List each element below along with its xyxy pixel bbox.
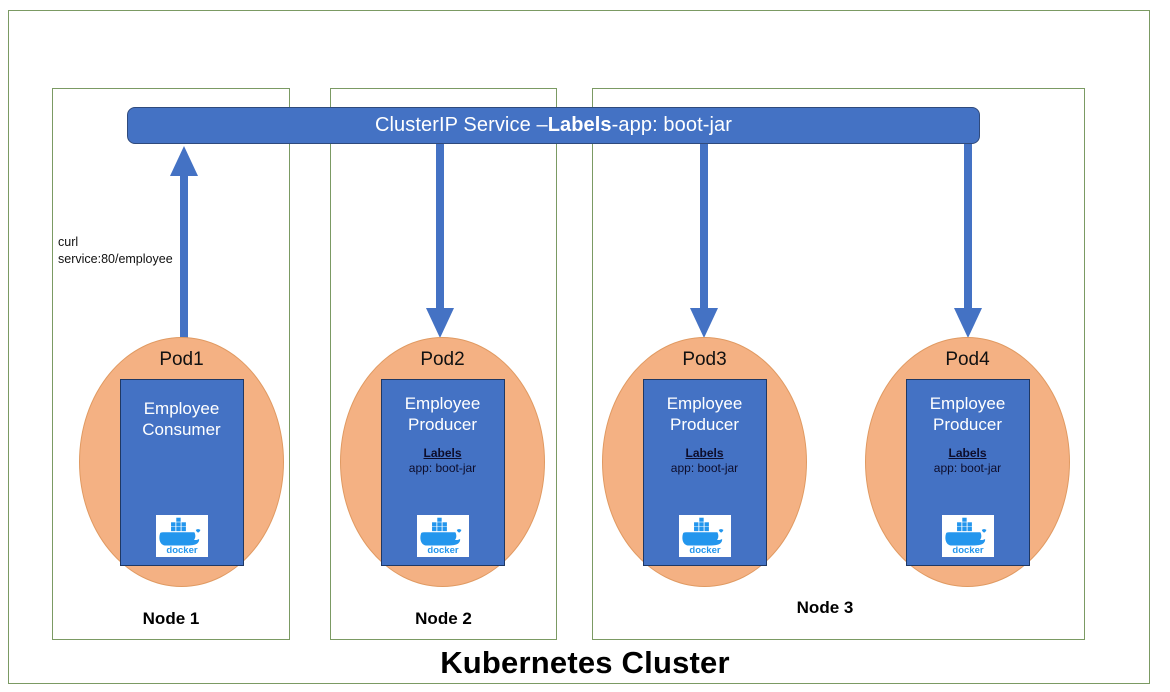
pod-2-title: Pod2 — [420, 349, 465, 370]
pod-4-title: Pod4 — [945, 349, 990, 370]
pod-3-labels: Labels app: boot-jar — [671, 446, 738, 476]
pod-3-labels-value: app: boot-jar — [670, 460, 739, 475]
curl-annotation-line1: curl — [58, 235, 79, 249]
docker-wordmark: docker — [689, 545, 721, 556]
clusterip-service-bar[interactable]: ClusterIP Service – Labels-app: boot-jar — [127, 107, 980, 144]
curl-annotation-line2: service:80/employee — [58, 251, 173, 266]
docker-icon: docker — [416, 515, 469, 557]
docker-wordmark: docker — [952, 545, 984, 556]
arrow-service-to-pod4 — [954, 144, 982, 338]
node-1-caption: Node 1 — [142, 609, 200, 628]
pod-2-app-name: Employee Producer — [405, 393, 481, 436]
pod-3-app-line1: Employee — [666, 394, 743, 413]
node-2-caption: Node 2 — [415, 609, 472, 628]
pod-3-title: Pod3 — [682, 349, 727, 370]
pod-2-labels-heading: Labels — [423, 445, 462, 460]
arrow-pod1-to-service — [170, 146, 198, 340]
pod-4[interactable]: Pod4 Employee Producer Labels app: boot-… — [865, 337, 1070, 587]
pod-1-title: Pod1 — [159, 349, 204, 370]
pod-4-labels-heading: Labels — [948, 445, 987, 460]
pod-1[interactable]: Pod1 Employee Consumer — [79, 337, 284, 587]
pod-1-app-line1: Employee — [143, 399, 220, 418]
pod-4-labels: Labels app: boot-jar — [934, 446, 1001, 476]
pod-2-labels: Labels app: boot-jar — [409, 446, 476, 476]
service-label-suffix: -app: boot-jar — [611, 114, 733, 136]
docker-wordmark: docker — [166, 545, 198, 556]
pod-4-labels-value: app: boot-jar — [933, 460, 1002, 475]
pod-2[interactable]: Pod2 Employee Producer Labels app: boot-… — [340, 337, 545, 587]
pod-3-app-name: Employee Producer — [667, 393, 743, 436]
pod-4-app-line1: Employee — [929, 394, 1006, 413]
pod-1-app-name: Employee Consumer — [142, 398, 220, 441]
pod-1-app-line2: Consumer — [142, 420, 221, 440]
docker-wordmark: docker — [427, 545, 459, 556]
docker-icon: docker — [678, 515, 731, 557]
pod-2-container[interactable]: Employee Producer Labels app: boot-jar — [380, 379, 505, 566]
kubernetes-cluster-frame — [8, 10, 1150, 684]
node-3-caption: Node 3 — [796, 598, 854, 617]
pod-2-app-line2: Producer — [408, 415, 477, 435]
pod-3-app-line2: Producer — [670, 415, 739, 435]
pod-3-labels-heading: Labels — [685, 445, 724, 460]
node-1-frame — [52, 88, 290, 640]
docker-icon: docker — [155, 515, 208, 557]
pod-4-app-name: Employee Producer — [930, 393, 1006, 436]
pod-2-labels-value: app: boot-jar — [408, 460, 477, 475]
arrow-service-to-pod2 — [426, 144, 454, 338]
node-2-frame — [330, 88, 557, 640]
pod-3-container[interactable]: Employee Producer Labels app: boot-jar — [642, 379, 767, 566]
pod-4-app-line2: Producer — [933, 415, 1002, 435]
page-title: Kubernetes Cluster — [440, 645, 730, 680]
service-label-bold: Labels — [547, 114, 612, 136]
pod-2-app-line1: Employee — [404, 394, 481, 413]
node-3-frame — [592, 88, 1085, 640]
service-label-prefix: ClusterIP Service – — [374, 114, 548, 136]
arrow-service-to-pod3 — [690, 144, 718, 338]
pod-3[interactable]: Pod3 Employee Producer Labels app: boot-… — [602, 337, 807, 587]
pod-1-container[interactable]: Employee Consumer do — [119, 379, 244, 566]
pod-4-container[interactable]: Employee Producer Labels app: boot-jar — [905, 379, 1030, 566]
curl-annotation: curl service:80/employee — [58, 234, 208, 268]
docker-icon: docker — [941, 515, 994, 557]
